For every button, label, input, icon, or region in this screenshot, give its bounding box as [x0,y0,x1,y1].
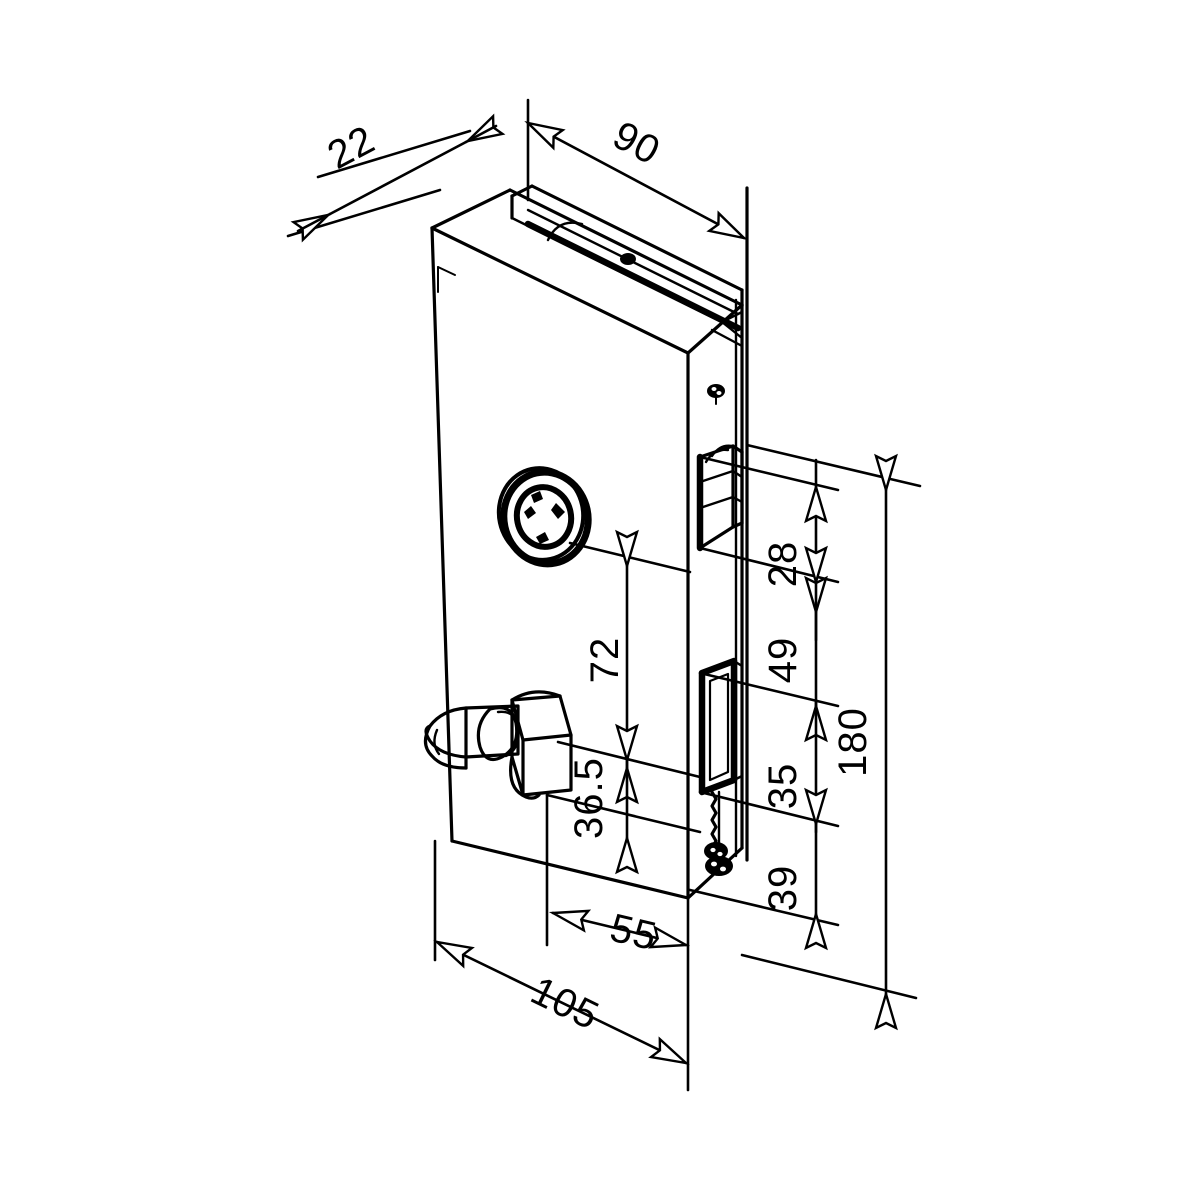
profile-cylinder [423,690,573,800]
case-left-edge [430,226,454,843]
case-top-left-edge [430,226,690,355]
dim-55-label: 55 [606,906,661,959]
strip-screw-head [620,253,636,265]
thumb-turn-knob [424,704,520,759]
latch-bolt [696,444,744,552]
dim-72-label: 72 [583,637,627,684]
case-bottom-edge [450,839,690,900]
dim-105-label: 105 [524,969,606,1039]
dim-35-label: 35 [761,763,805,810]
dim-22-label: 22 [321,117,383,178]
strip-slot-end [546,221,584,242]
dim-105-line [435,940,688,1065]
dim-49-label: 49 [761,637,805,684]
dim-28-label: 28 [761,541,805,588]
dim-180-ext-top [745,443,922,488]
dim-36-5-ext-bottom [545,793,702,834]
top-fixing-screw [707,384,725,405]
case-top-face-back [508,188,744,307]
cylinder-tail [509,755,541,800]
cylinder-body [510,694,573,797]
strip-dark-channel [524,220,742,332]
dim-22-ext-upper [316,129,472,179]
dim-180-label: 180 [831,707,875,777]
dimension-55: 55 [549,896,690,1092]
dimension-22: 22 [286,115,504,241]
case-top-face-left [430,188,512,230]
fixing-screw [704,790,733,876]
cylinder-top-cap [510,690,562,702]
lock-case-body [430,188,744,900]
dim-90-line [526,121,746,240]
dimension-39: 39 [688,788,840,950]
dim-90-label: 90 [606,113,668,174]
dim-39-label: 39 [761,865,805,912]
dim-22-line [328,140,468,216]
dim-36-5-label: 36.5 [567,757,611,839]
dimension-72: 72 [556,530,702,804]
follower-square-marks [524,491,565,544]
dimension-28: 28 [698,455,840,642]
case-top-face-right [686,303,744,355]
dimension-36-5: 36.5 [545,724,702,947]
square-follower-hole [496,466,592,568]
top-mounting-strip [510,184,744,348]
thumb-turn-edge [423,724,468,770]
dim-72-ext-bottom [556,740,702,779]
dead-bolt-opening [698,657,744,796]
corner-reference-mark [437,266,456,293]
dimension-180: 180 [740,443,922,1030]
dim-180-ext-bottom [740,953,918,1000]
